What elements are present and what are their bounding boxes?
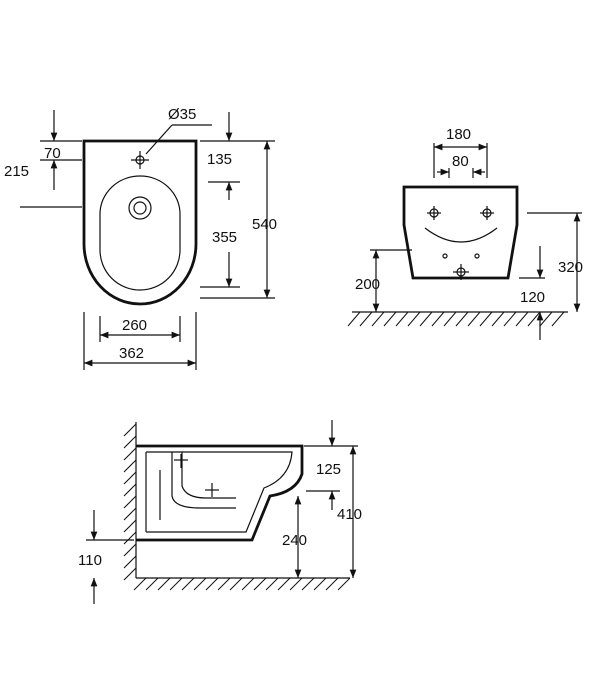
hatch-line <box>133 577 147 591</box>
side-tap-icon <box>174 454 219 497</box>
hatch-line <box>123 543 137 557</box>
hatch-line <box>123 567 137 581</box>
dim-hole-diameter: Ø35 <box>168 106 196 123</box>
tap-hole-left-icon <box>427 206 441 220</box>
drain-icon <box>128 196 152 220</box>
outlet-icon <box>453 264 469 280</box>
tap-hole-right-icon <box>480 206 494 220</box>
dim-120: 120 <box>520 289 545 306</box>
hatch-line <box>123 471 137 485</box>
hatch-line <box>123 555 137 569</box>
hatch-line <box>123 459 137 473</box>
hatch-line <box>443 311 457 327</box>
bidet-bowl-outline <box>99 175 181 291</box>
hatch-line <box>241 577 255 591</box>
dim-110: 110 <box>78 552 102 569</box>
hatch-line <box>383 311 397 327</box>
hatch-line <box>123 519 137 533</box>
hatch-line <box>395 311 409 327</box>
top-view: Ø35 70 215 135 355 540 260 362 <box>4 106 277 370</box>
hatch-line <box>145 577 159 591</box>
hatch-line <box>193 577 207 591</box>
hatch-line <box>455 311 469 327</box>
dim-540: 540 <box>252 216 277 233</box>
hatch-line <box>325 577 339 591</box>
bidet-front-outline <box>402 185 519 280</box>
hatch-line <box>313 577 327 591</box>
hatch-line <box>123 495 137 509</box>
hatch-line <box>527 311 541 327</box>
hatch-line <box>491 311 505 327</box>
hatch-line <box>123 435 137 449</box>
dim-362: 362 <box>119 345 144 362</box>
dim-320: 320 <box>558 259 583 276</box>
hatch-line <box>217 577 231 591</box>
hatch-line <box>123 507 137 521</box>
hatch-line <box>157 577 171 591</box>
hatch-line <box>301 577 315 591</box>
hatch-line <box>265 577 279 591</box>
floor-hatch <box>347 311 568 327</box>
dim-180: 180 <box>446 126 471 143</box>
wall-hatch <box>123 422 137 581</box>
hatch-line <box>229 577 243 591</box>
dim-135: 135 <box>207 151 232 168</box>
hatch-line <box>337 577 351 591</box>
hatch-line <box>371 311 385 327</box>
hatch-line <box>515 311 529 327</box>
hatch-line <box>467 311 481 327</box>
dim-125: 125 <box>316 461 341 478</box>
front-view: 180 80 200 320 120 <box>347 126 583 340</box>
side-floor-hatch <box>133 577 351 591</box>
dim-240: 240 <box>282 532 307 549</box>
hatch-line <box>123 483 137 497</box>
hatch-line <box>551 311 565 327</box>
hatch-line <box>347 311 361 327</box>
hatch-line <box>359 311 373 327</box>
hatch-line <box>277 577 291 591</box>
dim-80: 80 <box>452 153 469 170</box>
dim-260: 260 <box>122 317 147 334</box>
hatch-line <box>253 577 267 591</box>
dim-200: 200 <box>355 276 380 293</box>
hatch-line <box>431 311 445 327</box>
hatch-line <box>123 447 137 461</box>
dim-410: 410 <box>337 506 362 523</box>
hatch-line <box>407 311 421 327</box>
hatch-line <box>169 577 183 591</box>
dim-215: 215 <box>4 163 29 180</box>
dim-355: 355 <box>212 229 237 246</box>
hatch-line <box>123 531 137 545</box>
bidet-side-outline <box>136 444 304 542</box>
hatch-line <box>123 423 137 437</box>
hatch-line <box>205 577 219 591</box>
hatch-line <box>289 577 303 591</box>
hatch-line <box>181 577 195 591</box>
hatch-line <box>503 311 517 327</box>
dim-70: 70 <box>44 145 61 162</box>
hatch-line <box>539 311 553 327</box>
hatch-line <box>419 311 433 327</box>
hatch-line <box>479 311 493 327</box>
side-view: 125 410 240 110 <box>78 420 362 604</box>
bidet-top-outline <box>82 139 198 306</box>
tap-hole-icon <box>131 151 149 169</box>
